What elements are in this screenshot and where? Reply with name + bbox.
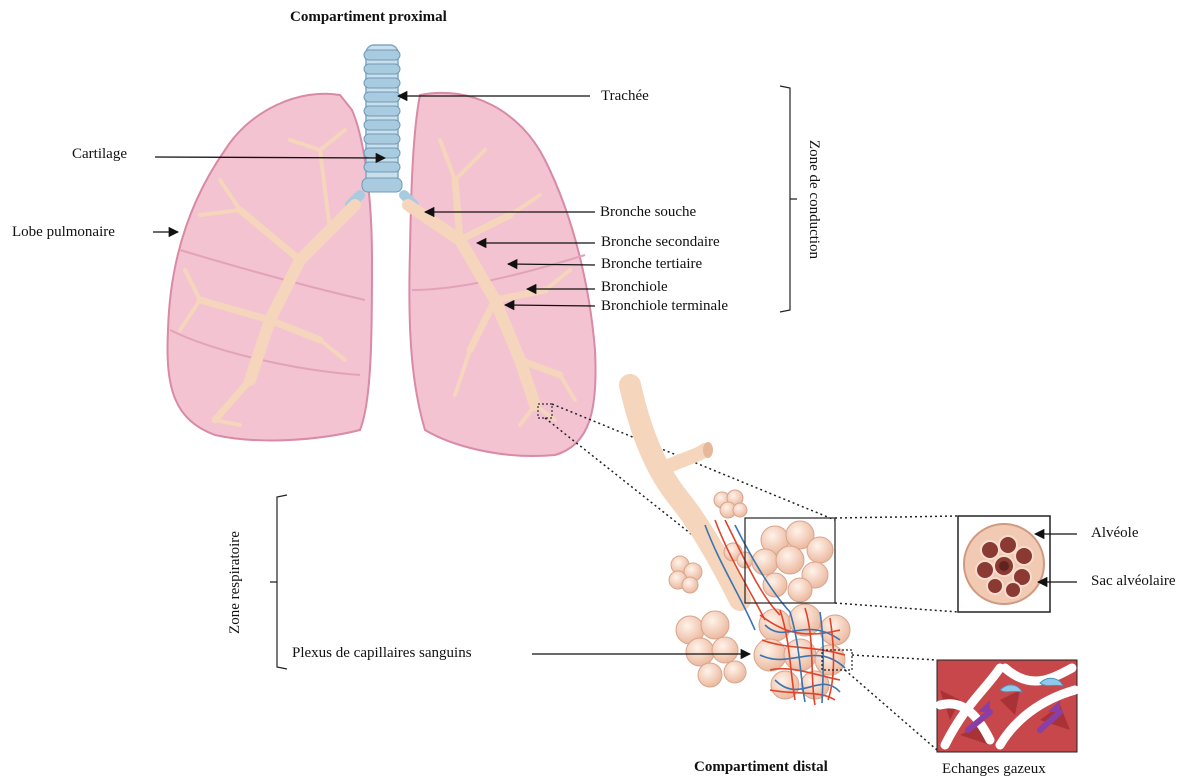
gas-exchange-inset bbox=[937, 660, 1077, 752]
label-zone-respiratoire: Zone respiratoire bbox=[228, 531, 243, 634]
label-lobe-pulmonaire: Lobe pulmonaire bbox=[12, 225, 115, 240]
title-proximal: Compartiment proximal bbox=[290, 10, 447, 25]
label-bronche-secondaire: Bronche secondaire bbox=[601, 235, 720, 250]
respiratory-zone-bracket bbox=[270, 495, 287, 669]
label-bronche-tertiaire: Bronche tertiaire bbox=[601, 257, 702, 272]
title-gas-exchange: Echanges gazeux bbox=[942, 762, 1046, 777]
alveolar-sac-inset bbox=[958, 516, 1050, 612]
label-bronchiole-terminale: Bronchiole terminale bbox=[601, 299, 728, 314]
label-cartilage: Cartilage bbox=[72, 147, 127, 162]
label-trachee: Trachée bbox=[601, 89, 649, 104]
label-zone-conduction: Zone de conduction bbox=[806, 140, 821, 259]
label-bronche-souche: Bronche souche bbox=[600, 205, 696, 220]
label-alveole: Alvéole bbox=[1091, 526, 1138, 541]
label-bronchiole: Bronchiole bbox=[601, 280, 668, 295]
label-plexus: Plexus de capillaires sanguins bbox=[292, 646, 472, 661]
left-lung bbox=[168, 94, 372, 441]
label-sac-alveolaire: Sac alvéolaire bbox=[1091, 574, 1176, 589]
conduction-zone-bracket bbox=[780, 86, 797, 312]
title-distal: Compartiment distal bbox=[694, 760, 828, 775]
